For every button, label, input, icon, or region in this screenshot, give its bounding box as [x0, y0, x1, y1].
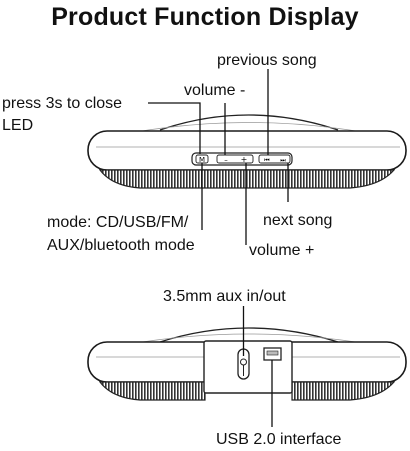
leader-lines-top	[148, 69, 289, 245]
label-volume-minus: volume -	[184, 82, 246, 99]
label-previous-song: previous song	[217, 52, 317, 69]
device-top-dome	[159, 114, 339, 131]
usb-port[interactable]	[263, 347, 282, 361]
label-next-song: next song	[263, 212, 333, 229]
aux-jack-port[interactable]	[237, 348, 250, 380]
mode-button[interactable]: M	[195, 154, 209, 164]
volume-rocker[interactable]: – +	[216, 154, 254, 164]
speaker-grille-right	[291, 381, 396, 401]
next-song-glyph: ⏭	[280, 157, 286, 164]
label-press-close-line1: press 3s to close	[2, 95, 123, 112]
speaker-grille-left	[98, 381, 206, 401]
device-back-dome	[159, 327, 339, 343]
speaker-grille-front	[98, 169, 396, 189]
volume-minus-glyph: –	[224, 156, 228, 164]
label-aux: 3.5mm aux in/out	[163, 288, 286, 305]
device-back-view	[87, 327, 407, 401]
leader-press-close	[148, 102, 201, 154]
mode-button-glyph: M	[199, 156, 205, 164]
label-volume-plus: volume +	[249, 242, 315, 259]
volume-plus-glyph: +	[241, 155, 248, 164]
previous-song-glyph: ⏮	[264, 157, 270, 164]
label-mode-line1: mode: CD/USB/FM/	[47, 214, 189, 231]
page-title: Product Function Display	[51, 3, 359, 31]
track-rocker[interactable]: ⏮ ⏭	[258, 154, 291, 164]
device-front-view: M – + ⏮ ⏭	[87, 114, 407, 189]
leader-lines-bottom	[242, 306, 273, 427]
label-press-close-line2: LED	[2, 117, 34, 134]
label-mode-line2: AUX/bluetooth mode	[47, 237, 195, 254]
label-usb: USB 2.0 interface	[216, 431, 342, 448]
